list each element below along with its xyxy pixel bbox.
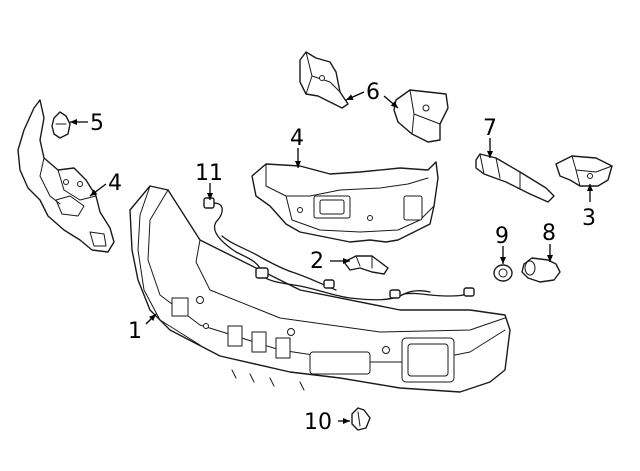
callout-number-10: 10 <box>304 410 332 435</box>
leader-line-4a <box>89 183 107 197</box>
callout-number-6: 6 <box>366 80 380 105</box>
sensor-grommet <box>493 264 513 282</box>
bumper-face-bar <box>129 185 511 393</box>
callout-number-3: 3 <box>582 206 596 231</box>
bar-bracket <box>475 153 555 203</box>
callout-number-4-center: 4 <box>290 126 304 151</box>
callout-number-8: 8 <box>542 221 556 246</box>
leader-line-6a <box>345 91 365 101</box>
upper-bracket-right <box>393 89 449 143</box>
upper-bracket-left <box>299 51 349 109</box>
wiring-harness <box>203 197 475 301</box>
bracket-left <box>17 99 115 253</box>
parking-sensor <box>521 257 561 283</box>
bumper-reinforcement <box>251 161 439 243</box>
callout-number-5: 5 <box>90 111 104 136</box>
push-pin-clip <box>351 407 371 431</box>
leader-line-6b <box>383 95 399 109</box>
leader-line-1 <box>145 313 157 325</box>
callout-number-2: 2 <box>310 249 324 274</box>
callout-number-1: 1 <box>128 319 142 344</box>
callout-number-4-left: 4 <box>108 171 122 196</box>
clip-part <box>51 111 71 139</box>
bracket-small <box>343 255 389 275</box>
callout-number-7: 7 <box>483 116 497 141</box>
callout-number-9: 9 <box>495 224 509 249</box>
side-bracket-right <box>555 155 613 187</box>
callout-number-11: 11 <box>195 161 223 186</box>
